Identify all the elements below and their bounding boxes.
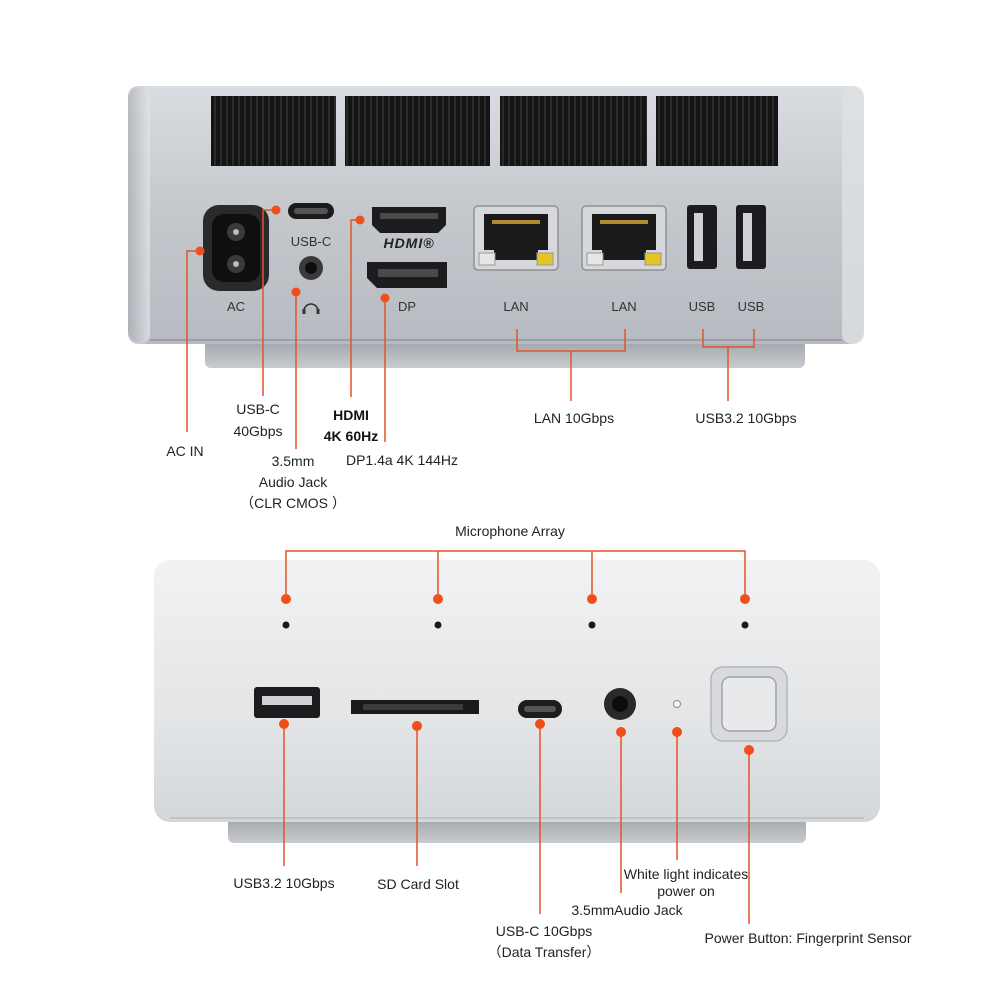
lan-port-1 <box>473 205 559 271</box>
callout-lan: LAN 10Gbps <box>534 410 614 426</box>
microphone-holes <box>282 621 749 629</box>
displayport-port <box>367 262 447 288</box>
callout-power: Power Button: Fingerprint Sensor <box>705 930 912 946</box>
callout-hdmi-line2: 4K 60Hz <box>324 428 378 444</box>
callout-audio-line3: （CLR CMOS ） <box>240 495 346 511</box>
ac-label: AC <box>227 299 245 314</box>
callout-audio-line1: 3.5mm <box>272 453 315 469</box>
ac-inlet <box>203 205 269 291</box>
usb-label-1: USB <box>689 299 716 314</box>
usb-c-port-front <box>518 700 562 718</box>
callout-led-line1: White light indicates <box>624 866 749 882</box>
callout-sd: SD Card Slot <box>377 876 459 892</box>
sd-card-slot <box>351 700 479 714</box>
usb-label-2: USB <box>738 299 765 314</box>
callout-hdmi-line1: HDMI <box>333 407 369 423</box>
hdmi-port <box>372 207 446 233</box>
audio-jack-front <box>604 688 636 720</box>
callout-usb-c-line1: USB-C <box>236 401 280 417</box>
hdmi-logo: HDMI® <box>383 235 434 251</box>
lan-port-2 <box>581 205 667 271</box>
microphone-leader-lines <box>281 550 750 604</box>
callout-microphone: Microphone Array <box>455 523 565 539</box>
usb-a-port-front <box>254 687 320 718</box>
vent-grille <box>211 96 778 166</box>
usb-c-port-rear <box>288 203 334 219</box>
callout-usb-c-line2: 40Gbps <box>233 423 282 439</box>
lan-label-1: LAN <box>503 299 528 314</box>
callout-led-line2: power on <box>657 883 715 899</box>
dp-label: DP <box>398 299 416 314</box>
callout-dp: DP1.4a 4K 144Hz <box>346 452 458 468</box>
rear-panel: AC USB-C HDMI® DP <box>128 86 864 511</box>
front-chassis <box>154 560 880 822</box>
usb-a-port-rear-1 <box>687 205 717 269</box>
front-leader-lines <box>279 719 754 924</box>
fingerprint-power-button <box>710 666 788 742</box>
callout-audio-front: 3.5mmAudio Jack <box>571 902 683 918</box>
rear-base <box>205 338 805 368</box>
rear-leader-lines <box>186 205 755 449</box>
callout-audio-line2: Audio Jack <box>259 474 328 490</box>
callout-usb: USB3.2 10Gbps <box>695 410 796 426</box>
callout-usb-front: USB3.2 10Gbps <box>233 875 334 891</box>
callout-ac-in: AC IN <box>166 443 203 459</box>
front-panel: Microphone Array <box>154 523 912 960</box>
power-led <box>673 700 681 708</box>
callout-usb-c-front-line1: USB-C 10Gbps <box>496 923 592 939</box>
lan-label-2: LAN <box>611 299 636 314</box>
usb-a-port-rear-2 <box>736 205 766 269</box>
audio-jack-rear <box>299 256 323 280</box>
headphone-icon <box>302 303 320 314</box>
callout-usb-c-front-line2: （Data Transfer） <box>488 944 601 960</box>
usb-c-label: USB-C <box>291 234 331 249</box>
